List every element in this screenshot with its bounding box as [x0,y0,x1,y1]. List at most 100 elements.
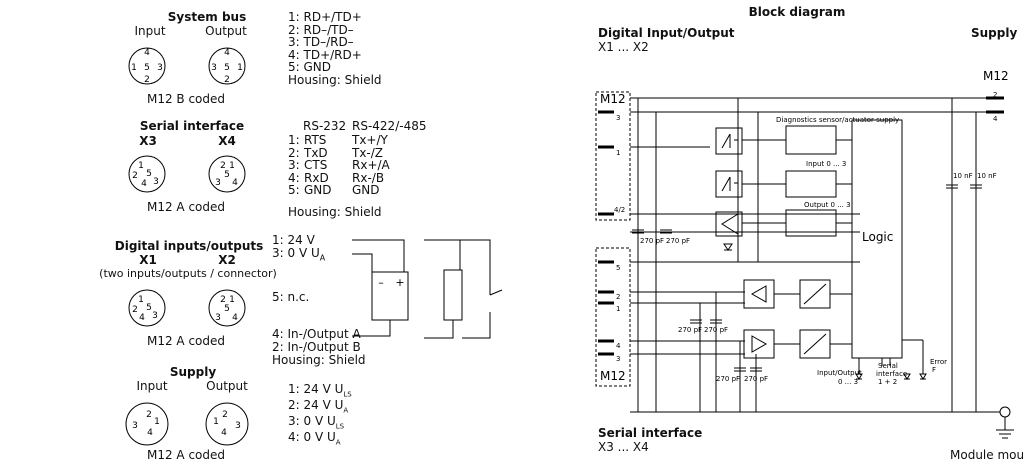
minus-sign: – [378,276,384,289]
supply-pin-text: 2: 24 V U [288,398,344,412]
bd-iso-2 [799,329,831,359]
bd-optocoupler-input [785,170,837,198]
dio-pin3-text: 3: 0 V U [272,246,320,260]
pin-label: 1 [213,417,219,427]
pin-num: 2: [288,145,300,160]
serial-pin-col: 1: 2: 3: 4: 5: [288,134,300,197]
pin-label: 3 [132,421,138,431]
pin-label: 3 [157,63,163,73]
bd-optocoupler-diag [785,125,837,155]
bd-diag-label: Diagnostics sensor/actuator supply [776,116,899,124]
system-bus-title: System bus [167,10,247,24]
digital-io-subtitle: (two inputs/outputs / connector) [99,267,277,280]
pin-num: 5: [288,183,300,197]
pin-label: 1 [138,161,144,171]
pin-line: 2: RD–/TD– [288,22,354,37]
dio-housing: Housing: Shield [272,353,366,367]
pin-label: 3 [235,421,241,431]
pin-label: 4 [232,313,238,323]
bd-pin-label: 4 [993,115,998,123]
pin-label: 3 [215,178,221,188]
bd-cap-label: 270 pF [640,237,664,245]
pin-label: 2 [220,295,226,305]
pin-label: 3 [153,177,159,187]
pin-line: 3: TD–/RD– [288,35,354,49]
m12-top-dashed-box [595,91,631,221]
bd-tx-amp [743,329,775,359]
serial-x4-label: X4 [218,134,236,148]
dio-x2-connector [208,289,246,327]
supply-pin-text: 1: 24 V U [288,382,344,396]
pin-rs422: GND [352,183,380,197]
pin-label: 3 [211,63,217,73]
pin-label: 1 [229,161,235,171]
pin-rs422: Rx+/A [352,158,390,172]
pin-label: 1 [138,295,144,305]
digital-io-x2-label: X2 [218,253,236,267]
bd-filter-2 [715,170,743,198]
system-bus-input-connector [128,47,166,85]
bd-led-serial2: interface [876,370,907,378]
bd-cap-label: 270 pF [716,375,740,383]
serial-x4-connector [208,155,246,193]
pin-num: 3: [288,158,300,172]
bd-logic-label: Logic [862,230,893,244]
bd-dio-title: Digital Input/Output [598,26,735,40]
supply-output-label: Output [206,379,248,393]
pin-label: 2 [146,410,152,420]
system-bus-pin-list: 1: RD+/TD+ 2: RD–/TD– 3: TD–/RD– 4: TD+/… [288,11,382,86]
pin-label: 3 [215,313,221,323]
bd-pin-label: 1 [616,149,620,157]
pin-rs232: GND [304,183,332,197]
bd-serial-title: Serial interface [598,426,703,440]
sensor-box [371,271,409,321]
pin-label: 4 [232,178,238,188]
bd-m12-left-bottom: M12 [600,369,626,383]
supply-pin1: 1: 24 V ULS [288,383,352,401]
supply-pin-sub: A [343,406,349,415]
pin-label: 5 [224,170,230,180]
serial-housing: Housing: Shield [288,205,382,219]
bd-led-io: Input/Output [817,369,862,377]
pin-label: 1 [229,295,235,305]
pin-rs422: Tx+/Y [352,133,388,147]
pin-line: 1: RD+/TD+ [288,10,362,24]
bd-pin-label: 4 [616,342,621,350]
pin-label: 5 [224,304,230,314]
digital-io-title: Digital inputs/outputs [114,239,264,253]
pin-num: 4: [288,170,300,185]
supply-input-label: Input [136,379,168,393]
system-bus-input-label: Input [134,24,166,38]
system-bus-output-connector [208,47,246,85]
pin-label: 2 [132,171,138,181]
pin-line: 4: TD+/RD+ [288,47,362,62]
dio-pin5: 5: n.c. [272,290,310,304]
pin-label: 4 [139,313,145,323]
digital-io-x1-label: X1 [139,253,157,267]
bd-pin-label: 5 [616,264,620,272]
module-mount-terminal [999,406,1011,418]
pin-label: 4 [224,48,230,58]
serial-interface-title: Serial interface [139,119,245,133]
system-bus-coding: M12 B coded [146,92,226,106]
plus-sign: + [395,276,404,289]
bd-supply-title: Supply [971,26,1018,40]
dio-wiring-schematic [352,239,503,339]
serial-rs232-col: RTS TxD CTS RxD GND [304,134,332,197]
pin-label: 4 [141,179,147,189]
pin-label: 2 [132,305,138,315]
dio-pin2: 2: In-/Output B [272,340,361,354]
bd-pin-label: 2 [993,91,997,99]
supply-pin4: 4: 0 V UA [288,431,341,449]
pin-label: 5 [146,303,152,313]
load-resistor [443,269,463,321]
bd-serial-sub: X3 ... X4 [598,440,649,454]
pin-rs232: RxD [304,170,329,185]
pin-rs422: Rx-/B [352,170,385,185]
bd-driver [715,211,743,237]
supply-input-connector [125,402,169,446]
dio-pin3: 3: 0 V UA [272,247,325,264]
bd-pin-label: 2 [616,293,620,301]
